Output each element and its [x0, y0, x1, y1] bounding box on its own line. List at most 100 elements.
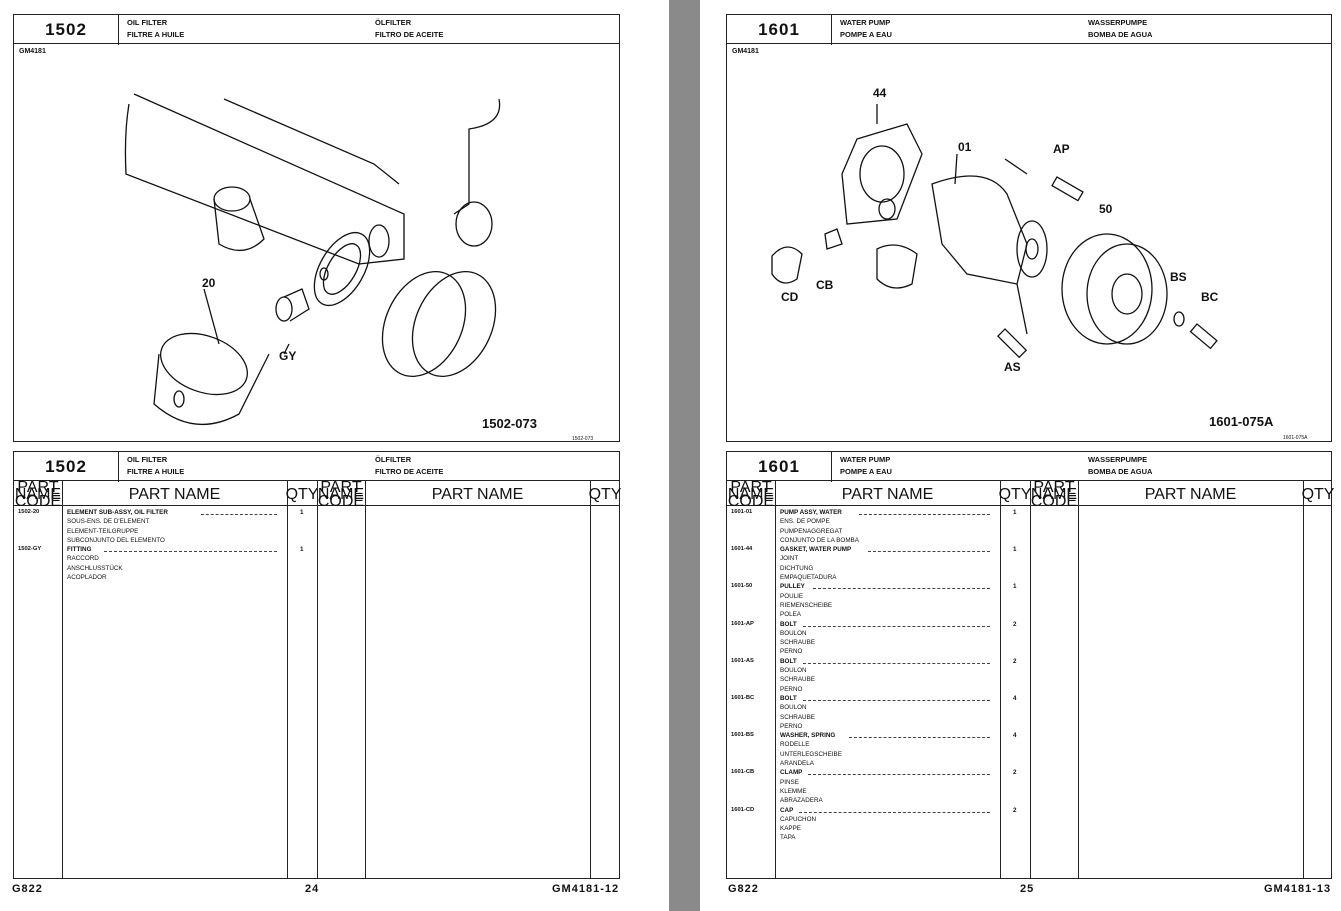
leader-line	[803, 620, 990, 627]
part-code: 1601-50	[731, 583, 753, 590]
part-name-en: FITTING	[67, 546, 92, 554]
part-name-fr: POULIE	[780, 592, 804, 600]
part-qty: 2	[1013, 620, 1017, 628]
leader-line	[803, 694, 990, 701]
part-name-en: WASHER, SPRING	[780, 732, 836, 740]
title-en: OIL FILTER	[127, 18, 168, 27]
part-qty: 4	[1013, 732, 1017, 740]
part-name-de: KAPPE	[780, 825, 801, 833]
part-name-de: SCHRAUBE	[780, 713, 815, 721]
part-qty: 2	[1013, 769, 1017, 777]
leader-line	[104, 545, 277, 553]
title-es: BOMBA DE AGUA	[1088, 30, 1153, 39]
leader-line	[808, 768, 990, 776]
section-number: 1601	[727, 15, 832, 45]
figure-reference: 1502-073	[482, 416, 537, 431]
part-qty: 1	[300, 546, 304, 554]
part-name-en: PULLEY	[780, 583, 805, 591]
part-name-es: ARANDELA	[780, 760, 814, 768]
column-header-code: PART NAME CODE	[727, 478, 775, 510]
part-code: 1601-CD	[731, 806, 755, 813]
figure-reference-small: 1601-075A	[1283, 435, 1308, 441]
title-en: WATER PUMP	[840, 455, 891, 464]
part-name-de: SCHRAUBE	[780, 639, 815, 647]
part-name-fr: BOULON	[780, 667, 807, 675]
title-fr: POMPE A EAU	[840, 467, 892, 476]
leader-line	[200, 508, 277, 515]
callout-44: 44	[873, 86, 887, 100]
callout-AP: AP	[1053, 142, 1070, 156]
part-name-en: BOLT	[780, 620, 797, 628]
part-code: 1601-01	[731, 509, 753, 515]
page-number: 25	[1020, 883, 1035, 895]
column-header-part-name: PART NAME	[1144, 485, 1237, 503]
section-header: 1502 OIL FILTER FILTRE A HUILE ÖLFILTER …	[14, 15, 619, 45]
water-pump-illustration	[771, 104, 1218, 359]
callout-CD: CD	[781, 290, 799, 304]
column-header-qty: QTY	[998, 485, 1032, 503]
section-number: 1502	[14, 452, 119, 482]
footer-model: G822	[728, 883, 759, 895]
part-name-es: PERNO	[780, 685, 803, 693]
part-name-fr: RACCORD	[67, 555, 99, 563]
part-qty: 4	[1013, 694, 1017, 702]
part-name-en: ELEMENT SUB-ASSY, OIL FILTER	[67, 509, 168, 516]
part-name-fr: SOUS-ENS. DE D'ELEMENT	[67, 518, 150, 526]
column-header-qty: QTY	[1301, 485, 1335, 503]
exploded-diagram: GM4181 44 01 AP 50	[727, 43, 1331, 441]
part-name-es: POLEA	[780, 611, 801, 619]
part-name-en: PUMP ASSY, WATER	[780, 509, 842, 516]
column-header-code: PART NAME CODE	[317, 478, 365, 510]
leader-line	[867, 545, 990, 553]
column-header-code: PART NAME CODE	[14, 478, 62, 510]
callout-AS: AS	[1004, 360, 1021, 374]
part-code: 1601-CB	[731, 769, 755, 776]
title-es: FILTRO DE ACEITE	[375, 467, 444, 476]
callout-CB: CB	[816, 278, 834, 292]
leader-line	[803, 657, 990, 664]
part-name-fr: BOULON	[780, 704, 807, 712]
part-name-es: PERNO	[780, 722, 803, 730]
figure-reference: 1601-075A	[1209, 414, 1274, 429]
part-name-de: UNTERLEGSCHEIBE	[780, 750, 842, 758]
part-code: 1601-44	[731, 546, 753, 553]
part-name-de: SCHRAUBE	[780, 676, 815, 684]
part-code: 1601-AS	[731, 657, 754, 664]
part-name-de: KLEMME	[780, 787, 807, 795]
section-number: 1601	[727, 452, 832, 482]
part-qty: 1	[1013, 546, 1017, 554]
title-de: WASSERPUMPE	[1088, 18, 1148, 27]
part-name-fr: JOINT	[780, 555, 799, 563]
page-right: 1601 WATER PUMP POMPE A EAU WASSERPUMPE …	[700, 0, 1341, 911]
model-code: GM4181	[19, 48, 46, 55]
part-name-en: BOLT	[780, 694, 797, 702]
diagram-panel: 1601 WATER PUMP POMPE A EAU WASSERPUMPE …	[726, 14, 1332, 442]
oil-filter-illustration	[124, 93, 501, 426]
part-name-fr: ENS. DE POMPE	[780, 518, 830, 526]
part-name-es: CONJUNTO DE LA BOMBA	[780, 536, 859, 544]
callout-GY: GY	[279, 349, 297, 363]
section-header: 1601 WATER PUMP POMPE A EAU WASSERPUMPE …	[727, 15, 1331, 45]
diagram-panel: 1502 OIL FILTER FILTRE A HUILE ÖLFILTER …	[13, 14, 620, 442]
callout-01: 01	[958, 140, 972, 154]
part-code: 1502-GY	[18, 546, 42, 553]
page-number: 24	[305, 883, 320, 895]
title-fr: POMPE A EAU	[840, 30, 892, 39]
part-name-en: CAP	[780, 806, 794, 814]
part-name-es: PERNO	[780, 648, 803, 656]
footer-doc-code: GM4181-12	[552, 883, 620, 895]
part-name-de: DICHTUNG	[780, 564, 814, 572]
title-de: ÖLFILTER	[375, 18, 412, 27]
part-name-es: ACOPLADOR	[67, 574, 107, 582]
part-name-fr: CAPUCHON	[780, 815, 817, 823]
part-name-en: BOLT	[780, 657, 797, 665]
title-fr: FILTRE A HUILE	[127, 30, 185, 39]
